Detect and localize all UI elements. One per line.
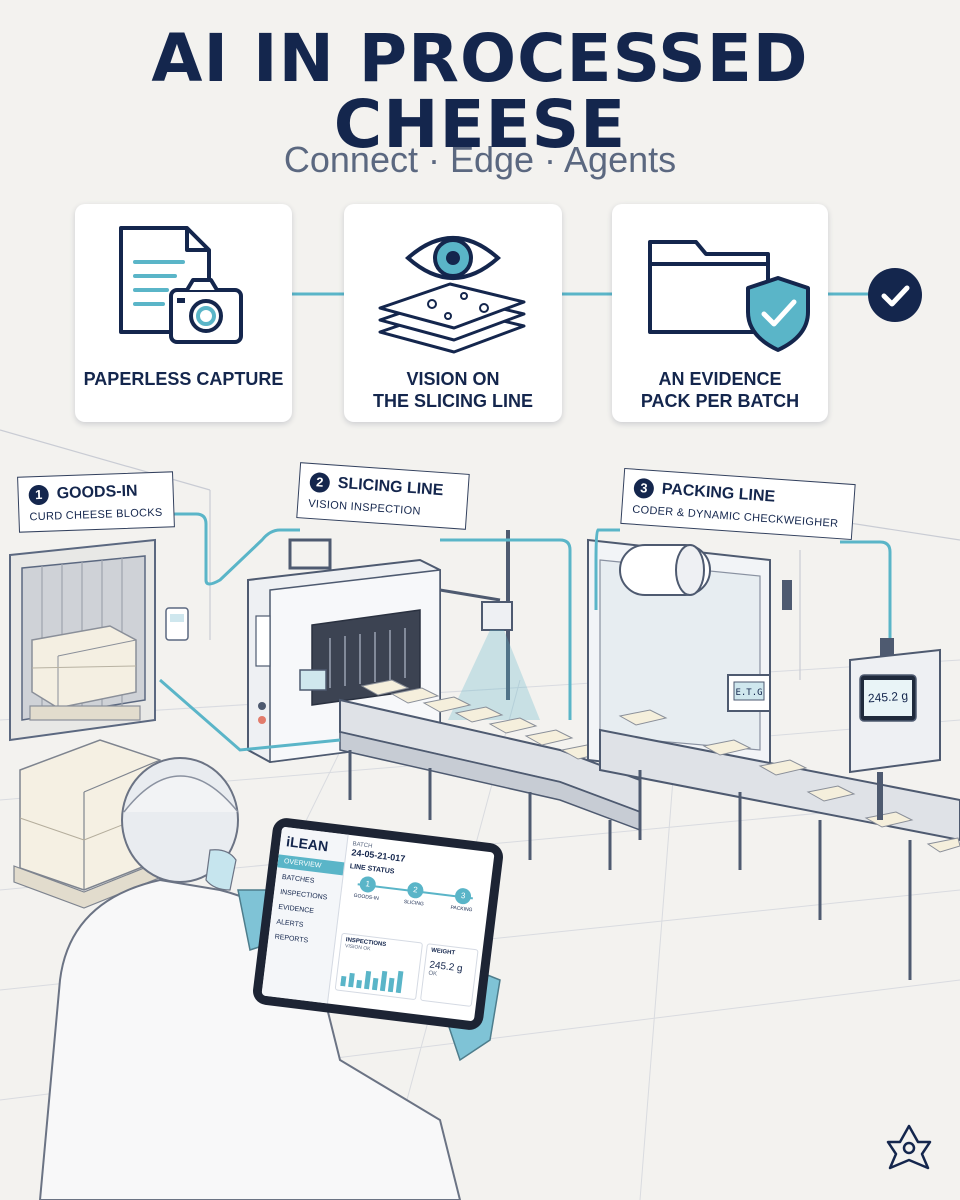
card-label: AN EVIDENCE PACK PER BATCH: [640, 369, 800, 411]
foreground-pallet: [13, 739, 165, 909]
goods-in-door: [9, 538, 189, 742]
checkmark-icon: [881, 285, 910, 307]
menu-label: ALERTS: [276, 918, 304, 929]
menu-label: EVIDENCE: [277, 903, 315, 916]
station-subtitle: CODER & DYNAMIC CHECKWEIGHER: [631, 503, 839, 531]
step-number: 1: [358, 875, 377, 894]
card-paperless-capture: PAPERLESS CAPTURE: [75, 204, 292, 422]
eye-slices-icon: [378, 236, 526, 354]
card-vision-slicing: VISION ON THE SLICING LINE: [344, 204, 562, 422]
inspections-bars: [340, 970, 404, 994]
factory-scene: [0, 429, 960, 1200]
inspections-panel[interactable]: INSPECTIONS VISION OK: [334, 932, 424, 1001]
step-goods-in: 1 GOODS-IN: [346, 874, 389, 903]
card-evidence-pack: AN EVIDENCE PACK PER BATCH: [612, 204, 828, 422]
brand-logo-icon: [886, 1124, 932, 1170]
step-number: 2: [406, 881, 425, 900]
tablet-screen: iLEAN OVERVIEW BATCHES INSPECTIONS EVIDE…: [261, 826, 495, 1022]
step-label: PACKING: [450, 904, 473, 914]
coder-display: E.T.G: [735, 688, 763, 698]
station-subtitle: VISION INSPECTION: [307, 497, 422, 518]
step-number: 3: [454, 887, 472, 906]
step-slicing: 2 SLICING: [394, 880, 437, 909]
page-subtitle: Connect · Edge · Agents: [283, 139, 677, 180]
card-connectors: [292, 292, 868, 296]
station-title: SLICING LINE: [337, 474, 444, 500]
station-subtitle: CURD CHEESE BLOCKS: [29, 506, 163, 524]
station-goods-in: 1 GOODS-IN CURD CHEESE BLOCKS: [17, 471, 175, 533]
card-label: VISION ON THE SLICING LINE: [372, 369, 533, 411]
station-number: 2: [309, 471, 331, 494]
packing-machine: [587, 538, 960, 980]
vision-camera: [439, 530, 540, 720]
step-label: GOODS-IN: [353, 892, 380, 902]
check-badge: [868, 268, 922, 322]
card-label: PAPERLESS CAPTURE: [83, 369, 284, 389]
document-camera-icon: [119, 226, 243, 344]
station-title: GOODS-IN: [56, 482, 138, 503]
step-packing: 3 PACKING: [441, 886, 484, 915]
station-number: 1: [28, 484, 50, 506]
menu-label: REPORTS: [274, 933, 309, 945]
menu-label: OVERVIEW: [283, 858, 322, 870]
page-title: AI IN PROCESSED CHEESE: [151, 20, 809, 163]
tablet: iLEAN OVERVIEW BATCHES INSPECTIONS EVIDE…: [251, 816, 505, 1032]
tablet-main: BATCH 24-05-21-017 LINE STATUS 1 GOODS-I…: [334, 841, 488, 1008]
folder-shield-icon: [648, 240, 810, 352]
station-number: 3: [633, 477, 655, 500]
checkweigher: [849, 638, 941, 820]
weight-panel[interactable]: WEIGHT 245.2 g OK: [419, 943, 479, 1008]
station-title: PACKING LINE: [661, 480, 776, 506]
menu-label: BATCHES: [281, 873, 315, 885]
station-slicing: 2 SLICING LINE VISION INSPECTION: [296, 462, 470, 530]
step-label: SLICING: [403, 899, 425, 908]
menu-label: INSPECTIONS: [279, 888, 328, 902]
